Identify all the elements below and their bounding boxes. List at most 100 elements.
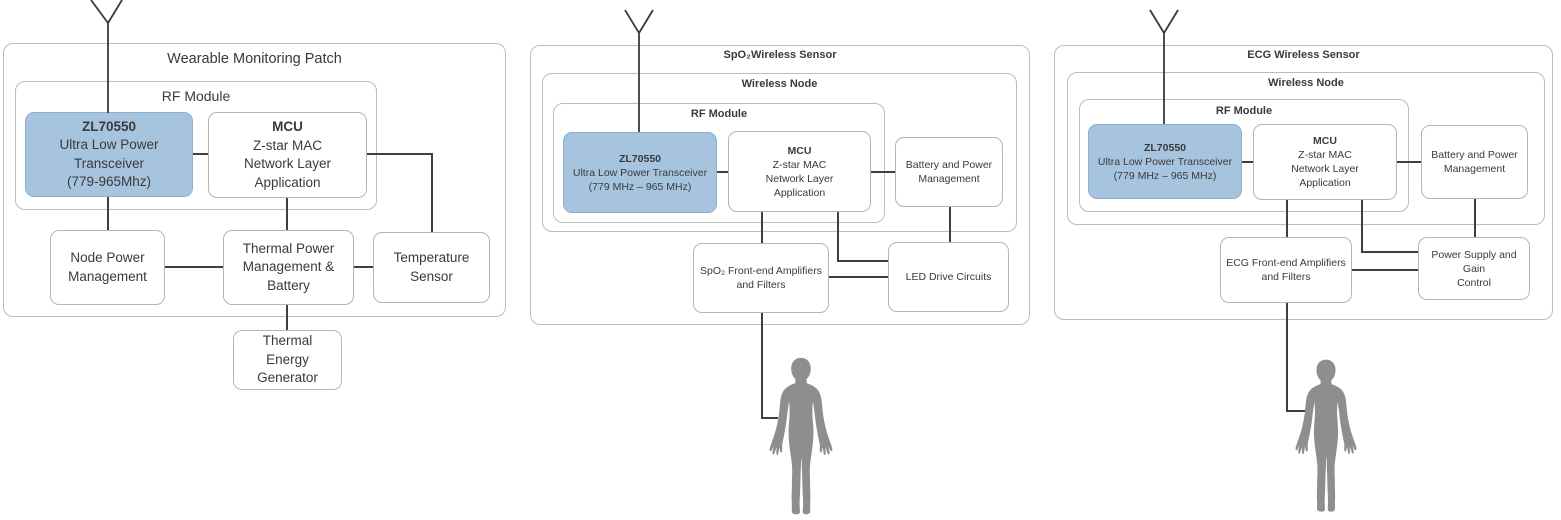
box-line: Transceiver	[73, 155, 145, 171]
box-line: MCU	[272, 119, 303, 134]
box-line: ZL70550	[81, 118, 137, 134]
spo2-rf-module-box	[553, 103, 885, 223]
spo2-title: SpO₂Wireless Sensor	[723, 49, 837, 61]
antenna-icon	[624, 9, 654, 132]
ecg-zl70550-transceiver-box: ZL70550 Ultra Low Power Transceiver (779…	[1088, 124, 1242, 199]
box-line: and Filters	[1261, 271, 1311, 283]
box-line: (779 MHz – 965 MHz)	[1113, 169, 1217, 182]
spo2-mcu-box: MCU Z-star MAC Network Layer Application	[728, 131, 871, 212]
box-line: Node Power	[70, 250, 145, 265]
patch-thermal-energy-generator-box: Thermal Energy Generator	[233, 330, 342, 390]
box-line: Z-star MAC	[253, 137, 322, 153]
box-line: Network Layer	[243, 156, 332, 171]
box-line: Management	[1443, 163, 1506, 175]
connector	[286, 305, 288, 330]
connector	[1286, 200, 1288, 237]
antenna-icon	[1149, 9, 1179, 124]
box-line: Control	[1457, 276, 1491, 289]
patch-outer-box	[3, 43, 506, 317]
spo2-wireless-node-title: Wireless Node	[741, 78, 818, 90]
connector	[761, 417, 778, 419]
box-line: Management &	[242, 259, 335, 275]
box-line: Thermal	[262, 333, 313, 349]
box-line: Generator	[257, 370, 318, 386]
box-line: Ultra Low Power	[59, 137, 159, 152]
connector	[1352, 269, 1418, 271]
spo2-zl70550-transceiver-box: ZL70550 Ultra Low Power Transceiver (779…	[563, 132, 717, 213]
box-line: Ultra Low Power Transceiver	[572, 166, 708, 179]
box-line: Management	[68, 268, 147, 284]
ecg-rf-module-title: RF Module	[1215, 105, 1273, 117]
box-line: MCU	[1313, 135, 1337, 147]
box-line: Thermal Power	[242, 240, 335, 256]
connector	[367, 153, 433, 155]
connector	[1361, 251, 1418, 253]
patch-title: Wearable Monitoring Patch	[167, 51, 342, 67]
ecg-battery-power-box: Battery and Power Management	[1421, 125, 1528, 199]
box-line: Battery and Power	[905, 159, 993, 171]
box-line: Application	[1299, 177, 1351, 189]
connector	[871, 171, 895, 173]
ecg-rf-module-box	[1079, 99, 1409, 212]
box-line: MCU	[787, 144, 812, 157]
patch-rf-module-title: RF Module	[161, 88, 231, 104]
box-line: Temperature	[393, 250, 470, 265]
ecg-outer-box	[1054, 45, 1553, 320]
patch-zl70550-transceiver-box: ZL70550 Ultra Low Power Transceiver (779…	[25, 112, 193, 197]
box-line: Ultra Low Power Transceiver	[1097, 155, 1233, 168]
box-line: Z-star MAC	[772, 158, 827, 171]
antenna-icon	[90, 0, 123, 113]
connector	[761, 313, 763, 419]
connector	[717, 171, 728, 173]
connector	[354, 266, 373, 268]
connector	[1286, 303, 1288, 412]
patch-node-power-box: Node Power Management	[50, 230, 165, 305]
spo2-rf-module-title: RF Module	[690, 108, 748, 120]
box-line: ECG Front-end Amplifiers	[1226, 257, 1346, 269]
human-body-icon	[769, 357, 833, 515]
connector	[949, 207, 951, 242]
connector	[1397, 161, 1421, 163]
box-line: Network Layer	[1291, 163, 1359, 175]
spo2-wireless-node-box	[542, 73, 1017, 232]
connector	[829, 276, 888, 278]
connector	[837, 260, 888, 262]
connector	[761, 212, 763, 243]
box-line: Power Supply and Gain	[1431, 248, 1517, 275]
ecg-frontend-amplifiers-box: ECG Front-end Amplifiers and Filters	[1220, 237, 1352, 303]
connector	[1474, 199, 1476, 237]
box-line: ZL70550	[1143, 141, 1187, 154]
box-line: Application	[773, 186, 826, 199]
connector	[286, 198, 288, 230]
connector	[107, 197, 109, 230]
connector	[431, 154, 433, 232]
ecg-title: ECG Wireless Sensor	[1247, 49, 1360, 61]
ecg-power-supply-gain-box: Power Supply and Gain Control	[1418, 237, 1530, 300]
connector	[1361, 200, 1363, 253]
box-line: Sensor	[410, 268, 453, 284]
box-line: ZL70550	[618, 152, 662, 165]
spo2-frontend-amplifiers-box: SpO₂ Front-end Amplifiers and Filters	[693, 243, 829, 313]
connector	[193, 153, 208, 155]
spo2-outer-box	[530, 45, 1030, 325]
patch-temperature-sensor-box: Temperature Sensor	[373, 232, 490, 303]
spo2-battery-power-box: Battery and Power Management	[895, 137, 1003, 207]
connector	[1242, 161, 1253, 163]
connector	[165, 266, 223, 268]
box-line: Battery	[267, 277, 310, 293]
patch-mcu-box: MCU Z-star MAC Network Layer Application	[208, 112, 367, 198]
box-line: Energy	[266, 351, 309, 367]
box-line: LED Drive Circuits	[905, 271, 992, 283]
box-line: SpO₂ Front-end Amplifiers	[700, 265, 822, 277]
human-body-icon	[1295, 359, 1357, 512]
box-line: Network Layer	[765, 172, 834, 185]
patch-rf-module-box	[15, 81, 377, 210]
box-line: Battery and Power	[1431, 149, 1518, 161]
box-line: (779-965Mhz)	[66, 174, 152, 189]
connector	[837, 212, 839, 262]
box-line: and Filters	[736, 279, 786, 291]
connector	[1286, 410, 1310, 412]
patch-thermal-power-box: Thermal Power Management & Battery	[223, 230, 354, 305]
ecg-wireless-node-title: Wireless Node	[1268, 77, 1344, 89]
